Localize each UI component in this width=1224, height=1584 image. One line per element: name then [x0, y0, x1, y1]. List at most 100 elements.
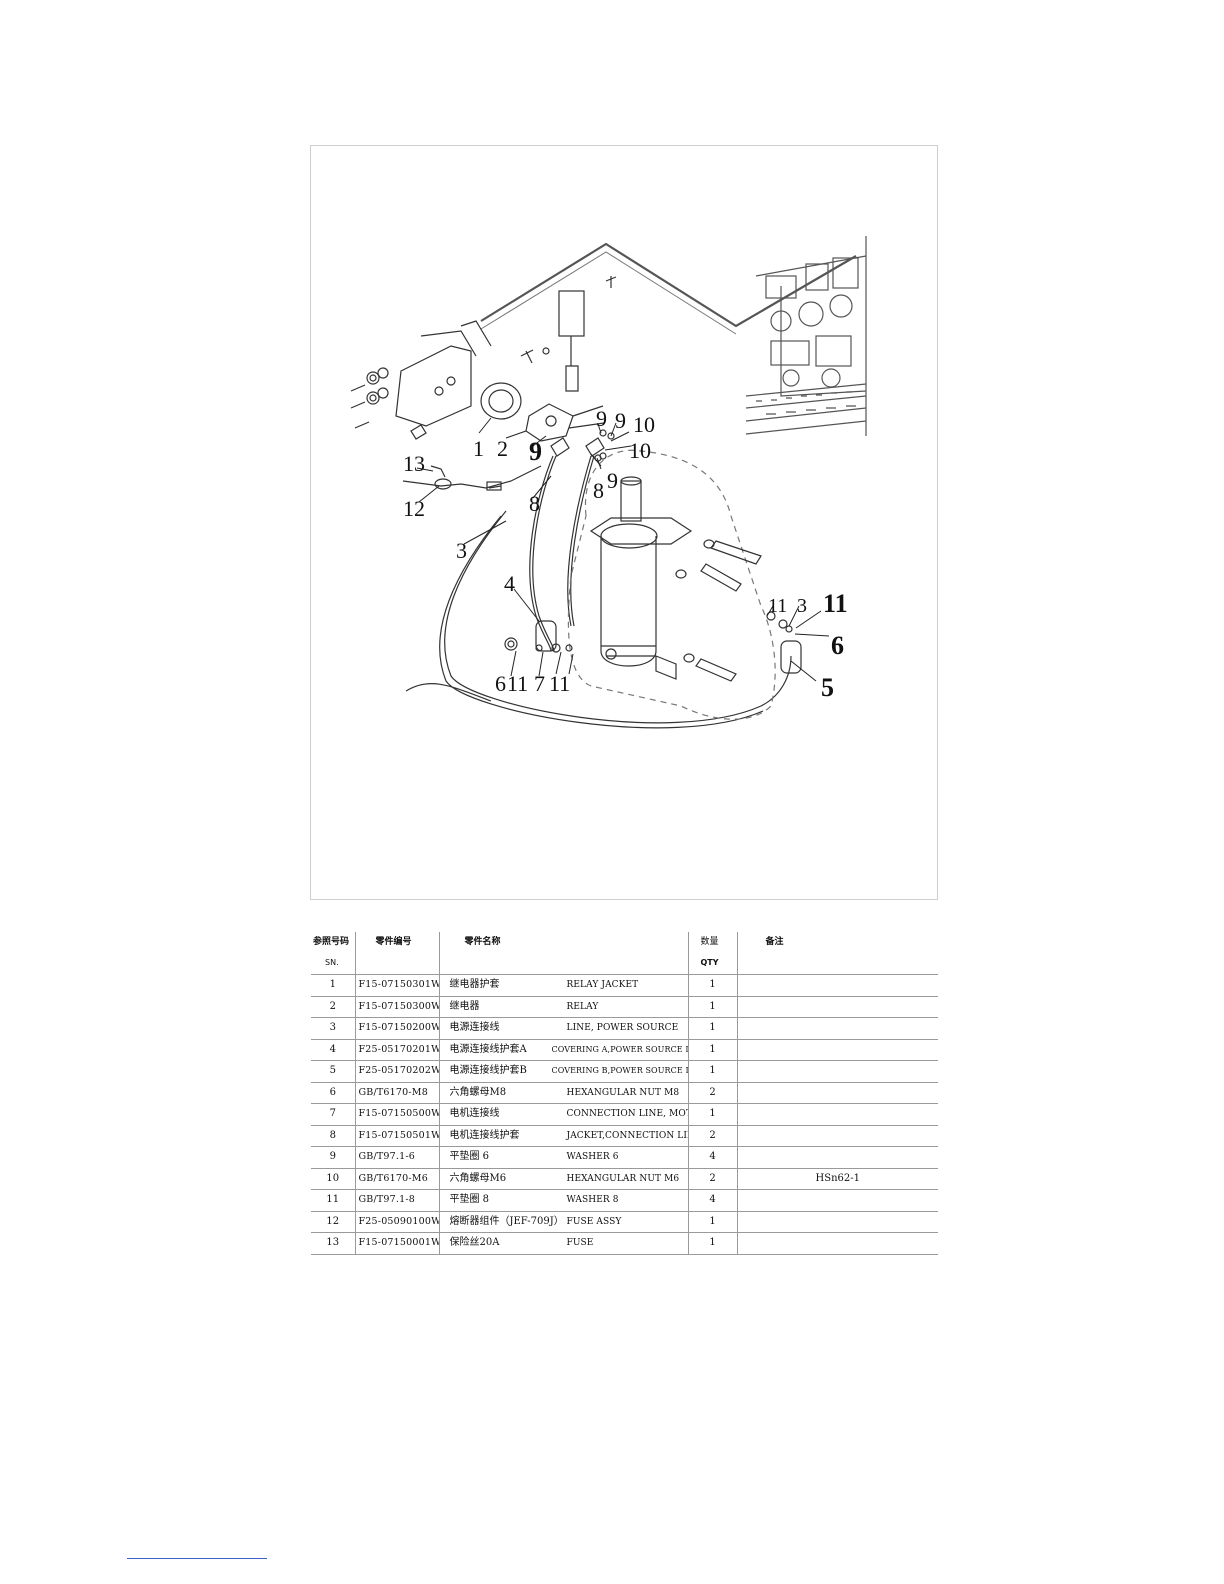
callout-8: 8	[593, 478, 604, 503]
callout-1: 1	[473, 436, 484, 461]
part-name-zh: 六角螺母M8	[449, 1086, 507, 1098]
callout-2: 2	[497, 436, 508, 461]
cell-remark	[737, 1189, 938, 1212]
cell-remark	[737, 1039, 938, 1061]
fuse-assembly-drawing	[402, 465, 542, 491]
part-name-en: FUSE	[566, 1238, 594, 1248]
cell-part-name: 电源连接线 LINE, POWER SOURCE	[439, 1017, 689, 1040]
cell-remark	[737, 1060, 938, 1083]
part-name-en: WASHER 6	[566, 1152, 619, 1162]
part-name-en: LINE, POWER SOURCE	[566, 1023, 679, 1033]
cell-part-name: 保险丝20A FUSE	[439, 1232, 689, 1255]
cell-qty: 1	[688, 1017, 738, 1040]
cell-part-number: GB/T6170-M6	[355, 1168, 440, 1190]
table-header-row: 参照号码 SN. 零件编号 零件名称 数量 QTY 备注	[311, 932, 938, 975]
cell-qty: 1	[688, 1103, 738, 1126]
cell-qty: 1	[688, 974, 738, 997]
cell-sn: 11	[311, 1189, 356, 1212]
cell-part-number: F25-05170202W	[355, 1060, 440, 1083]
part-name-zh: 继电器护套	[449, 979, 500, 990]
relay-drawing	[480, 276, 617, 442]
part-name-en: COVERING A,POWER SOURCE LINE	[551, 1044, 688, 1054]
part-name-zh: 电机连接线	[449, 1108, 500, 1119]
part-name-zh: 保险丝20A	[449, 1237, 500, 1248]
header-qty-zh: 数量	[700, 937, 719, 947]
part-name-en: HEXANGULAR NUT M6	[566, 1173, 680, 1184]
callout-6: 6	[495, 671, 506, 696]
cell-sn: 10	[311, 1168, 356, 1190]
cell-qty: 1	[688, 1039, 738, 1061]
header-qty: 数量 QTY	[688, 932, 738, 975]
cell-sn: 6	[311, 1082, 356, 1104]
header-code: 零件编号	[355, 932, 440, 975]
header-qty-en: QTY	[700, 958, 719, 967]
cell-part-number: GB/T97.1-6	[355, 1146, 440, 1169]
header-sn-zh: 参照号码	[313, 937, 350, 947]
callout-9: 9	[529, 437, 542, 466]
cell-sn: 4	[311, 1039, 356, 1061]
callout-11: 11	[507, 671, 528, 696]
cell-qty: 1	[688, 1232, 738, 1255]
cell-sn: 9	[311, 1146, 356, 1169]
part-name-en: FUSE ASSY	[566, 1216, 622, 1227]
part-name-en: WASHER 8	[566, 1195, 619, 1205]
cell-qty: 1	[688, 1211, 738, 1233]
cell-remark	[737, 1103, 938, 1126]
part-name-en: JACKET,CONNECTION LINE	[566, 1130, 688, 1141]
bracket-drawing	[350, 320, 492, 440]
callout-11: 11	[768, 595, 787, 617]
cell-sn: 5	[311, 1060, 356, 1083]
cell-part-number: F15-07150301W	[355, 974, 440, 997]
cell-sn: 7	[311, 1103, 356, 1126]
cell-sn: 1	[311, 974, 356, 997]
callout-6: 6	[831, 631, 844, 660]
cell-remark	[737, 1146, 938, 1169]
cell-part-name: 熔断器组件（JEF-709J）FUSE ASSY	[439, 1211, 689, 1233]
callout-3: 3	[797, 595, 807, 617]
cell-part-name: 六角螺母M8 HEXANGULAR NUT M8	[439, 1082, 689, 1104]
cell-remark	[737, 1082, 938, 1104]
part-name-zh: 电源连接线	[449, 1022, 500, 1033]
callout-9: 9	[615, 408, 626, 433]
header-remark-label: 备注	[765, 937, 784, 947]
part-name-zh: 继电器	[449, 1000, 480, 1012]
fasteners-drawing	[504, 429, 793, 682]
cell-qty: 4	[688, 1189, 738, 1212]
callout-3: 3	[456, 538, 467, 563]
callout-11: 11	[549, 671, 570, 696]
callout-labels: 1 2 9 9 9 10 10 13 12 8 8 9 3 4 11 3 11 …	[403, 406, 848, 702]
part-name-en: HEXANGULAR NUT M8	[566, 1087, 680, 1098]
callout-11: 11	[823, 589, 848, 618]
part-name-zh: 平垫圈 6	[449, 1151, 490, 1162]
header-code-label: 零件编号	[375, 937, 412, 947]
cell-part-number: GB/T6170-M8	[355, 1082, 440, 1104]
cell-remark	[737, 1125, 938, 1147]
callout-9: 9	[596, 406, 607, 431]
header-name-label: 零件名称	[464, 937, 501, 947]
cell-qty: 4	[688, 1146, 738, 1169]
cell-remark: HSn62-1	[737, 1168, 938, 1190]
header-name: 零件名称	[439, 932, 689, 975]
callout-5: 5	[821, 673, 834, 702]
part-name-en: COVERING B,POWER SOURCE LINE	[551, 1066, 688, 1075]
header-sn-en: SN.	[325, 958, 339, 967]
cell-remark	[737, 974, 938, 997]
part-name-en: RELAY	[566, 1001, 599, 1012]
cell-sn: 8	[311, 1125, 356, 1147]
page-link-underline[interactable]	[127, 1558, 267, 1559]
cell-part-number: F25-05170201W	[355, 1039, 440, 1061]
